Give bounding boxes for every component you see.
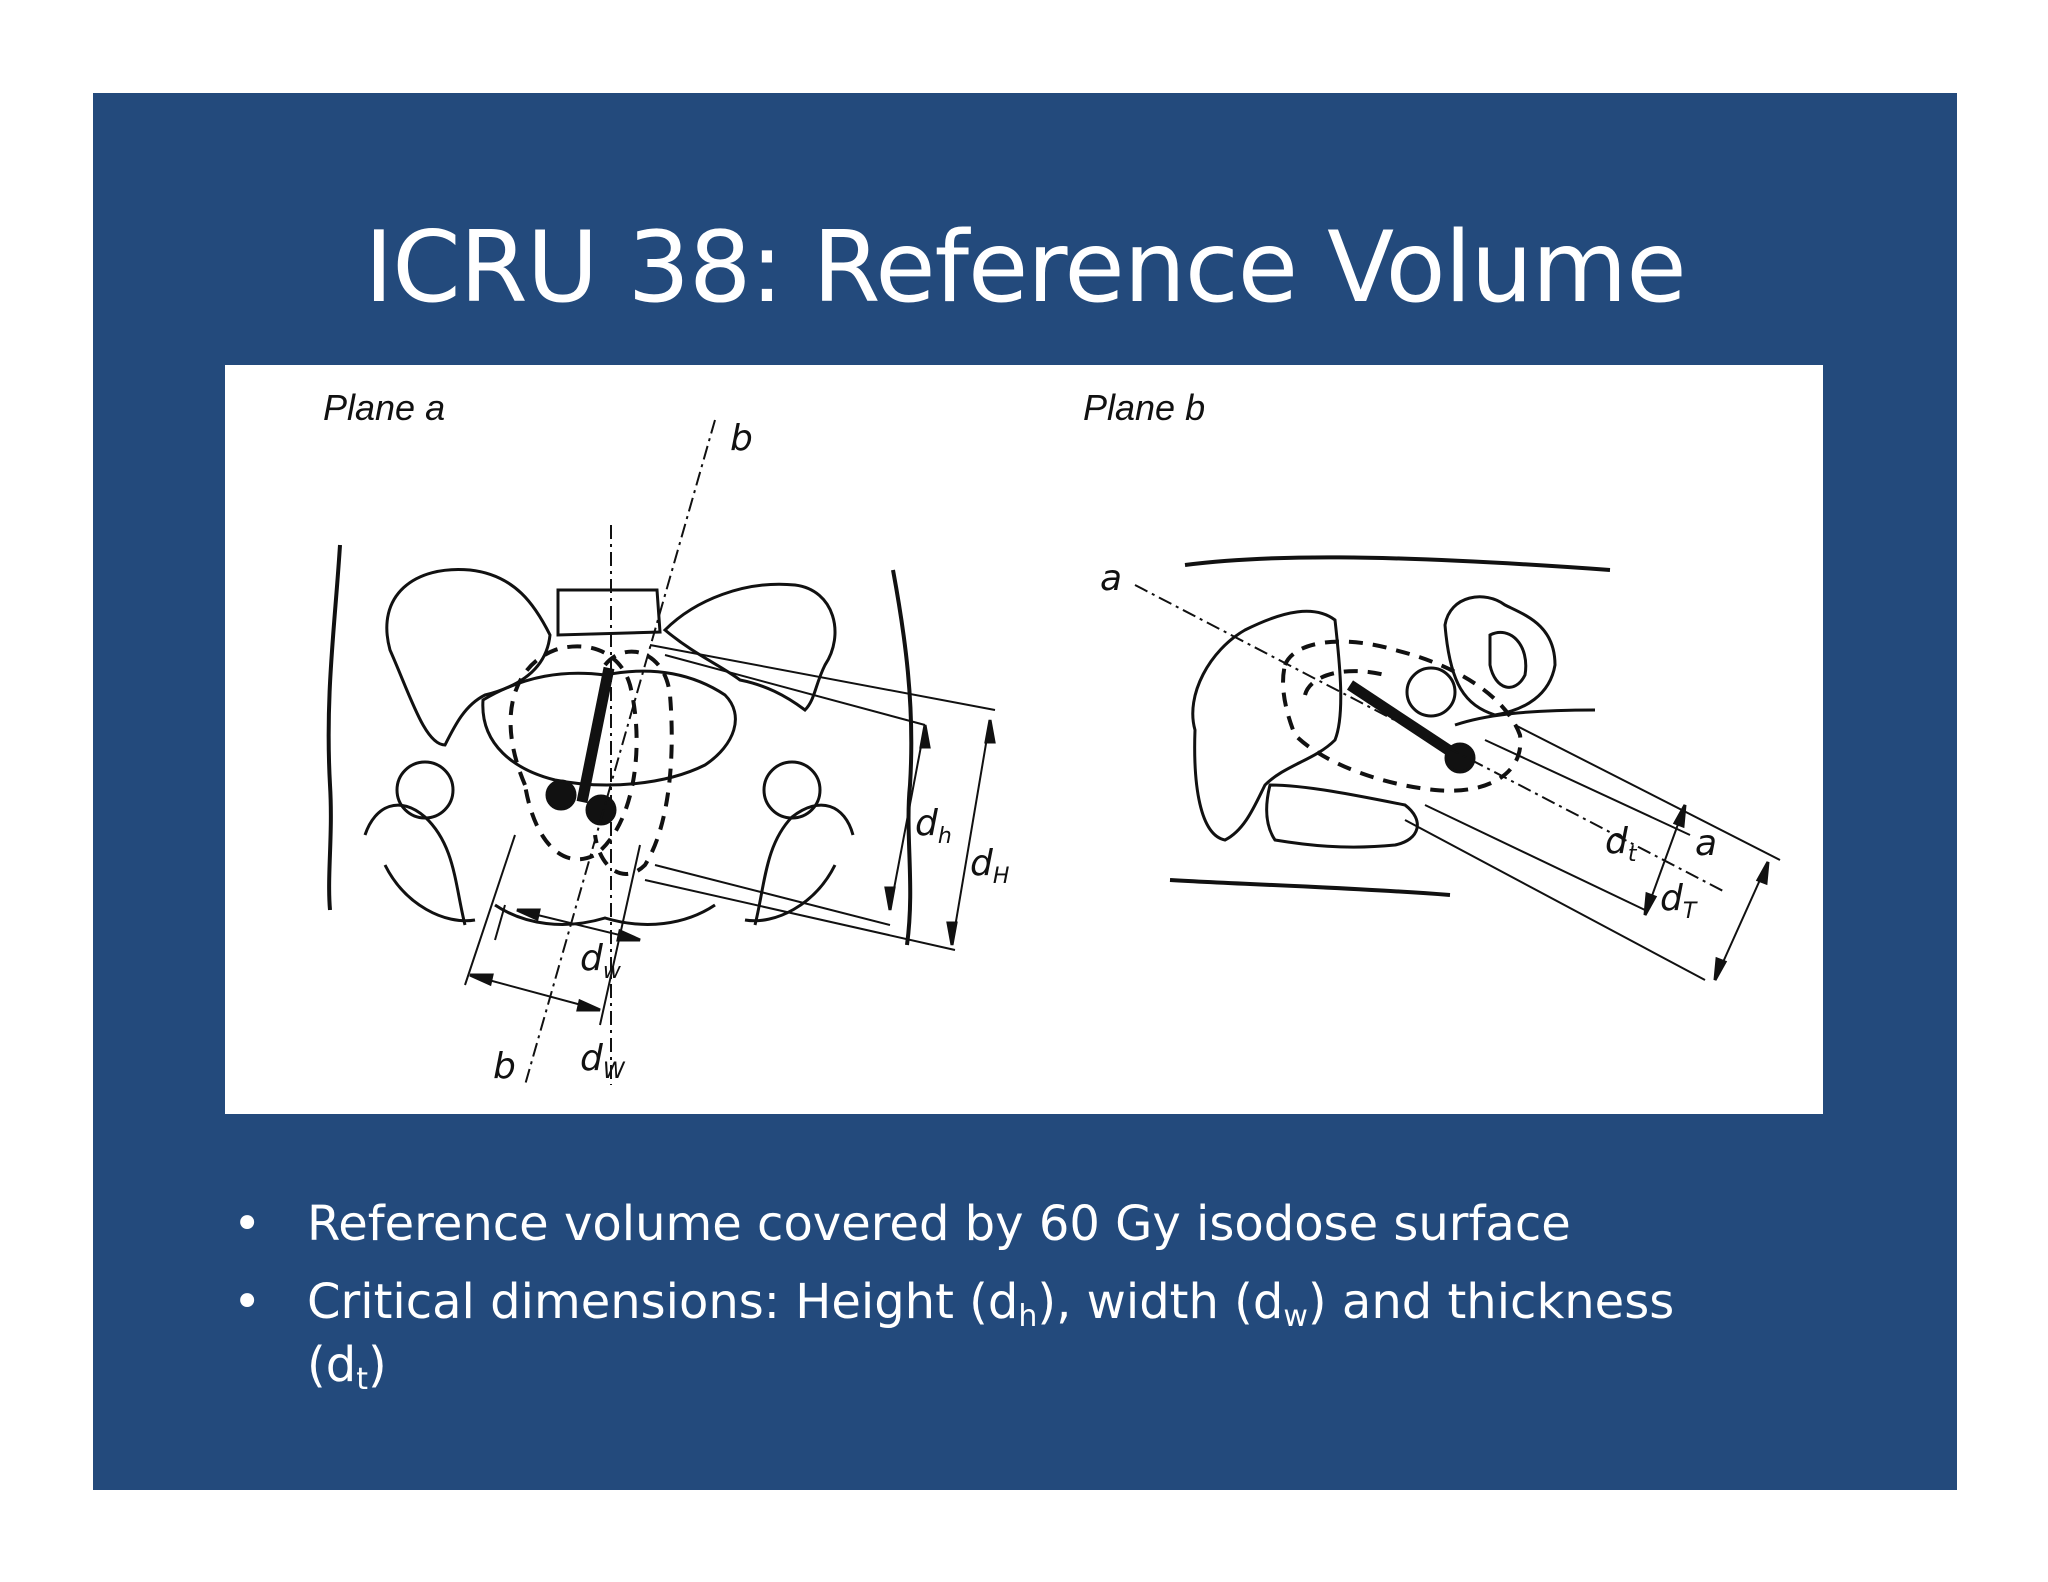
label-d-w: dw xyxy=(580,938,622,984)
icru-diagram: Plane a b b dh dH dw dW xyxy=(323,387,1781,1087)
plane-b-axis-a-right: a xyxy=(1695,823,1717,864)
label-d-H: dH xyxy=(970,843,1009,889)
icru-diagram-figure: Plane a b b dh dH dw dW xyxy=(225,365,1823,1114)
label-d-h: dh xyxy=(915,803,952,849)
bullet-marker: • xyxy=(233,1274,262,1331)
plane-a-label: Plane a xyxy=(323,387,445,428)
bullet-text: Critical dimensions: Height (dh), width … xyxy=(307,1274,1675,1397)
plane-b-drawing xyxy=(1134,555,1781,981)
bullet-text: Reference volume covered by 60 Gy isodos… xyxy=(307,1196,1571,1252)
bullet-item: • Critical dimensions: Height (dh), widt… xyxy=(213,1271,1853,1396)
label-d-T: dT xyxy=(1660,878,1698,924)
plane-a-axis-b-top: b xyxy=(730,418,753,459)
plane-b-axis-a-left: a xyxy=(1100,558,1122,599)
slide-title: ICRU 38: Reference Volume xyxy=(364,211,1686,325)
plane-b-label: Plane b xyxy=(1083,387,1205,428)
bullet-list: • Reference volume covered by 60 Gy isod… xyxy=(213,1193,1853,1412)
bullet-item: • Reference volume covered by 60 Gy isod… xyxy=(213,1193,1853,1255)
label-d-t: dt xyxy=(1605,821,1638,867)
plane-a-drawing xyxy=(326,419,996,1086)
plane-a-axis-b-bottom: b xyxy=(493,1046,516,1087)
slide: ICRU 38: Reference Volume xyxy=(93,93,1957,1490)
label-d-W: dW xyxy=(580,1038,626,1084)
bullet-marker: • xyxy=(233,1196,262,1252)
